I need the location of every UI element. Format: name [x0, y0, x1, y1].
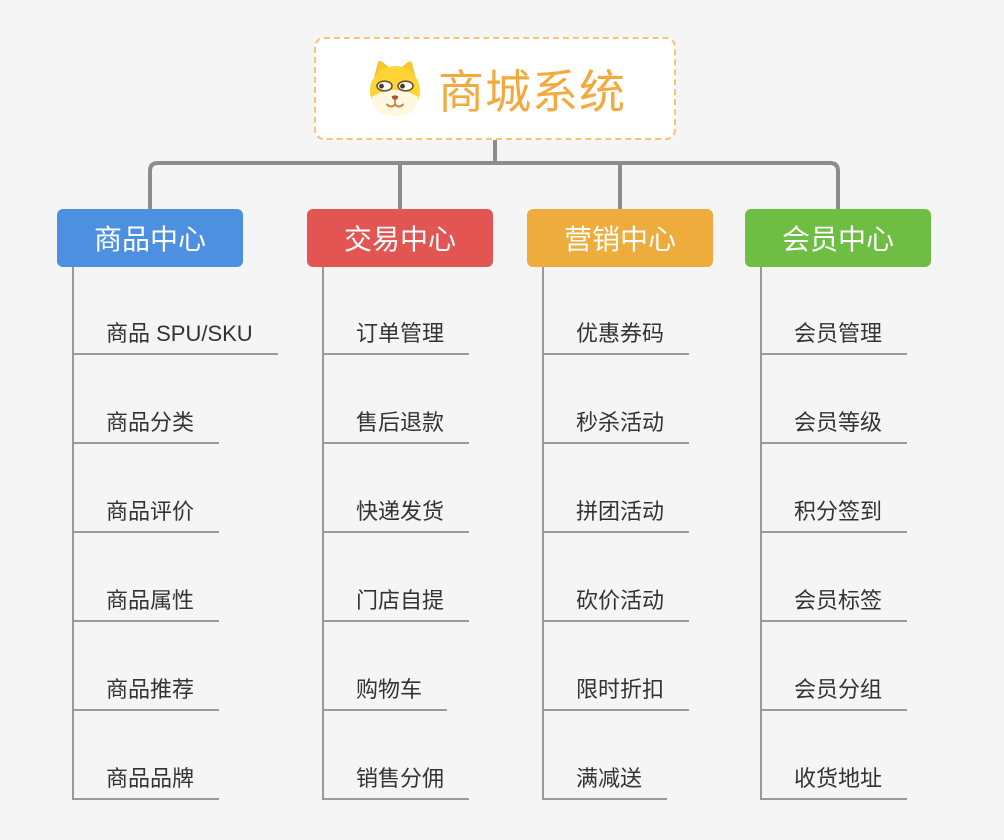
- branch-node-0[interactable]: 商品中心: [57, 209, 243, 267]
- leaf-topic[interactable]: 优惠券码: [543, 317, 690, 355]
- leaf-topic[interactable]: 会员管理: [761, 317, 908, 355]
- leaf-topic[interactable]: 限时折扣: [543, 673, 690, 711]
- leaf-topic[interactable]: 积分签到: [761, 495, 908, 533]
- leaf-topic[interactable]: 商品评价: [73, 495, 220, 533]
- leaf-topic[interactable]: 会员标签: [761, 584, 908, 622]
- leaf-topic[interactable]: 会员等级: [761, 406, 908, 444]
- leaf-topic[interactable]: 会员分组: [761, 673, 908, 711]
- leaf-topic[interactable]: 快递发货: [323, 495, 470, 533]
- leaf-topic[interactable]: 门店自提: [323, 584, 470, 622]
- leaf-topic[interactable]: 售后退款: [323, 406, 470, 444]
- leaf-topic[interactable]: 订单管理: [323, 317, 470, 355]
- branch-node-2[interactable]: 营销中心: [527, 209, 713, 267]
- leaf-topic[interactable]: 商品 SPU/SKU: [73, 317, 278, 355]
- root-title: 商城系统: [438, 65, 626, 118]
- leaf-topic[interactable]: 商品推荐: [73, 673, 220, 711]
- leaf-topic[interactable]: 秒杀活动: [543, 406, 690, 444]
- leaf-topic[interactable]: 购物车: [323, 673, 448, 711]
- root-node-mall-system[interactable]: 商城系统: [314, 37, 676, 140]
- leaf-topic[interactable]: 砍价活动: [543, 584, 690, 622]
- connector-line: [148, 161, 840, 209]
- leaf-topic[interactable]: 拼团活动: [543, 495, 690, 533]
- leaf-topic[interactable]: 收货地址: [761, 762, 908, 800]
- leaf-topic[interactable]: 商品属性: [73, 584, 220, 622]
- leaf-topic[interactable]: 满减送: [543, 762, 668, 800]
- branch-node-3[interactable]: 会员中心: [745, 209, 931, 267]
- leaf-topic[interactable]: 销售分佣: [323, 762, 470, 800]
- leaf-topic[interactable]: 商品分类: [73, 406, 220, 444]
- dog-face-icon: [370, 60, 420, 116]
- leaf-topic[interactable]: 商品品牌: [73, 762, 220, 800]
- branch-node-1[interactable]: 交易中心: [307, 209, 493, 267]
